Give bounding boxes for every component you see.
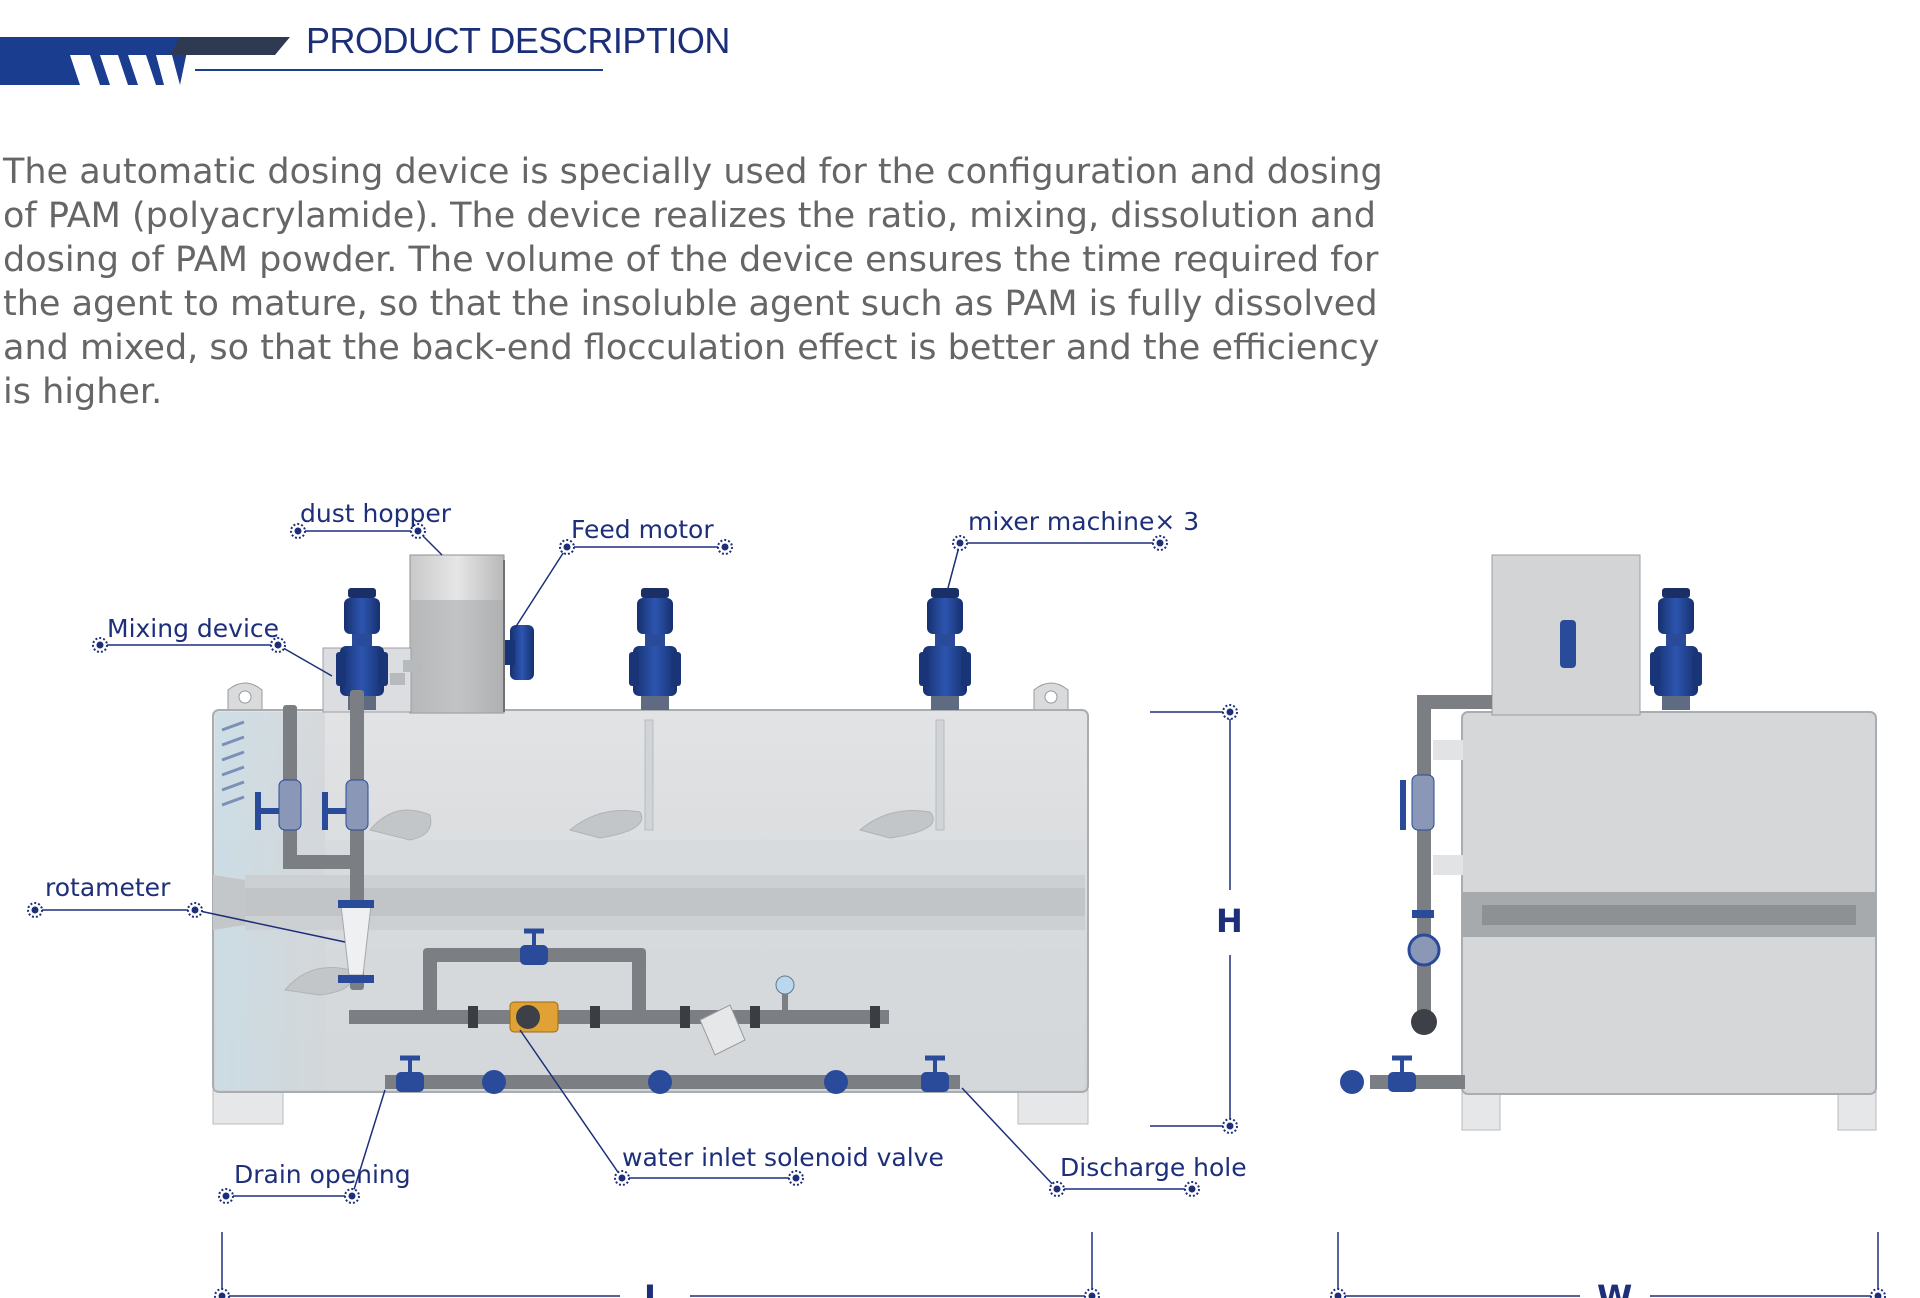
product-description: The automatic dosing device is specially…: [3, 152, 1383, 412]
front-view: [212, 554, 1089, 1125]
label-feed-motor: Feed motor: [571, 515, 714, 544]
side-view: [1340, 554, 1877, 1131]
label-dust-hopper: dust hopper: [300, 499, 452, 528]
label-drain-opening: Drain opening: [234, 1160, 411, 1189]
label-mixing-device: Mixing device: [107, 614, 279, 643]
dimension-width: W: [1597, 1278, 1632, 1298]
section-title: PRODUCT DESCRIPTION: [306, 20, 730, 61]
label-water-inlet-valve: water inlet solenoid valve: [622, 1143, 944, 1172]
leader-lines: [35, 530, 1879, 1298]
header-decoration: [0, 37, 603, 85]
label-rotameter: rotameter: [45, 873, 171, 902]
label-mixer-machine: mixer machine× 3: [968, 507, 1199, 536]
label-discharge-hole: Discharge hole: [1060, 1153, 1247, 1182]
dimension-length: L: [644, 1278, 664, 1298]
dimension-height: H: [1216, 902, 1243, 940]
